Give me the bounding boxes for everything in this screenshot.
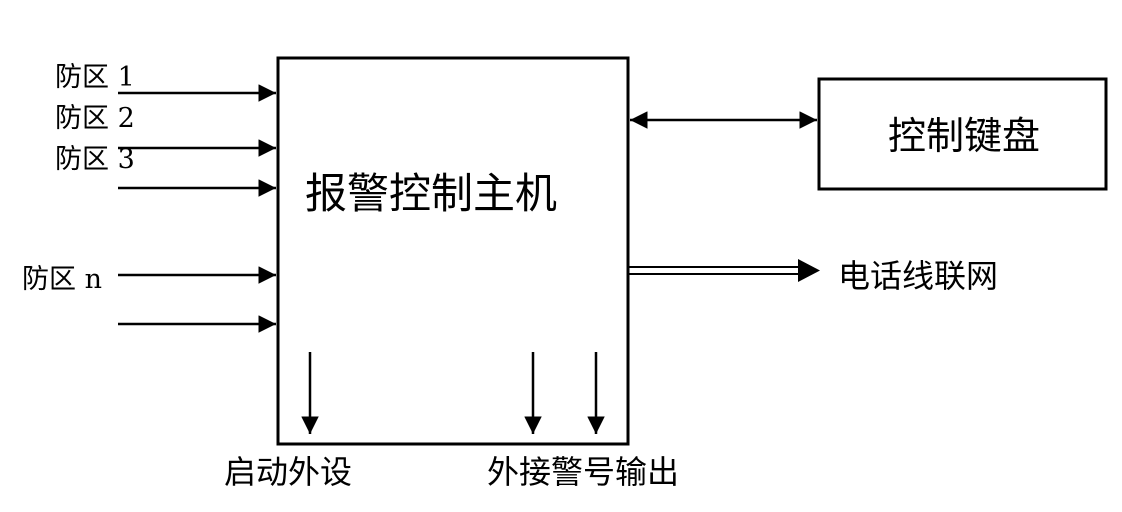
main-host-label: 报警控制主机 xyxy=(305,169,557,218)
zone-n-label: 防区 n xyxy=(22,264,102,295)
keyboard-box xyxy=(817,77,1108,191)
phone-network-label: 电话线联网 xyxy=(838,257,998,295)
external-alarm-label: 外接警号输出 xyxy=(487,453,679,491)
keyboard-label: 控制键盘 xyxy=(888,114,1040,158)
zone-1-label: 防区 1 xyxy=(55,62,135,93)
zone-3-label: 防区 3 xyxy=(55,144,135,175)
phone-network-arrow xyxy=(628,259,820,282)
start-peripheral-label: 启动外设 xyxy=(224,453,352,491)
zone-2-label: 防区 2 xyxy=(55,103,135,134)
main-host-box xyxy=(276,56,630,446)
